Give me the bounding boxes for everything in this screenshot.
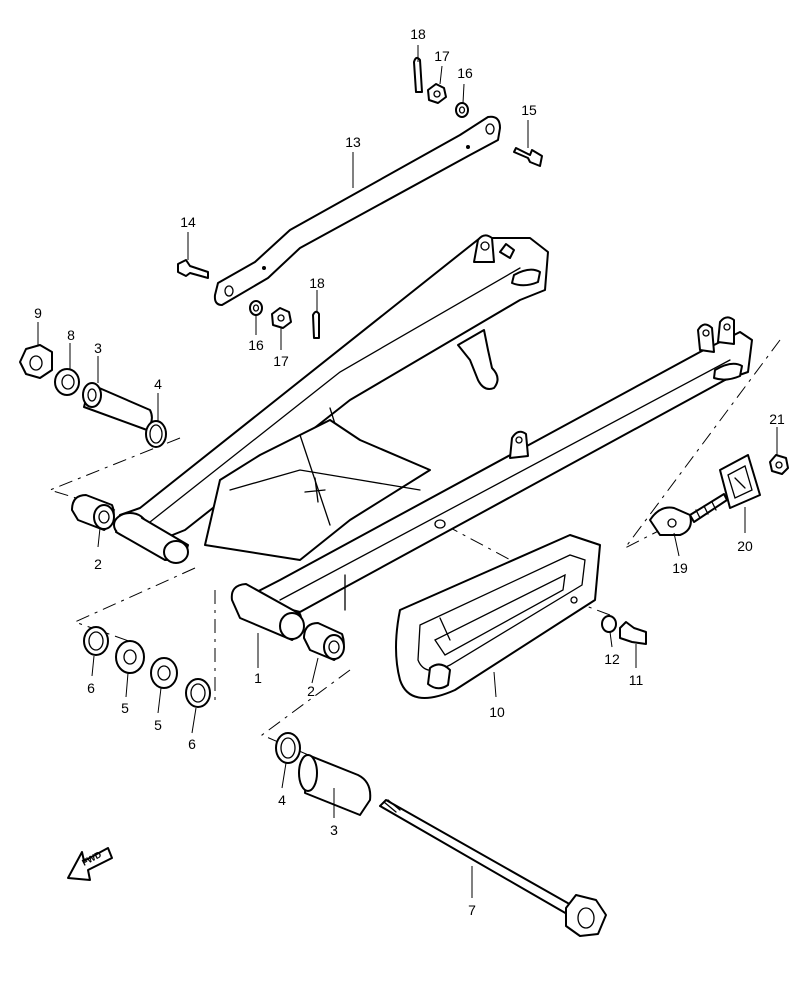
- callout-13: 13: [345, 134, 361, 150]
- callout-5-right: 5: [154, 717, 162, 733]
- seal-4-lower: [275, 732, 301, 764]
- callout-21: 21: [769, 411, 785, 427]
- leader-lines: [37, 45, 778, 898]
- callout-16-upper: 16: [457, 65, 473, 81]
- chain-adjuster-19: [649, 493, 728, 536]
- bushing-2-left: [71, 494, 115, 531]
- callout-14: 14: [180, 214, 196, 230]
- washer-8: [54, 368, 80, 396]
- seal-6-right: [185, 678, 211, 708]
- pivot-nut-9: [19, 344, 53, 379]
- torque-rod: [213, 115, 501, 306]
- callout-10: 10: [489, 704, 505, 720]
- callout-11: 11: [629, 672, 644, 688]
- bolt-15: [513, 147, 543, 167]
- cotter-pin-lower: [312, 310, 320, 339]
- swingarm: [113, 234, 753, 641]
- callout-9: 9: [34, 305, 42, 321]
- callout-18-upper: 18: [410, 26, 426, 42]
- callout-3-lower: 3: [330, 822, 338, 838]
- spacer-3-upper: [82, 382, 153, 431]
- callout-4-lower: 4: [278, 792, 286, 808]
- callout-4-upper: 4: [154, 376, 162, 392]
- bearing-5-b: [150, 657, 178, 689]
- callout-12: 12: [604, 651, 620, 667]
- callout-17-lower: 17: [273, 353, 289, 369]
- clip-small: [434, 519, 446, 529]
- forward-direction-icon: FWD: [67, 847, 113, 881]
- seal-6-left: [83, 626, 109, 656]
- spacer-3-lower: [298, 754, 372, 816]
- washer-lower: [249, 300, 263, 316]
- bearing-5-a: [115, 640, 145, 674]
- callout-19: 19: [672, 560, 688, 576]
- chain-case: [395, 534, 601, 699]
- callout-16-lower: 16: [248, 337, 264, 353]
- cotter-pin-upper: [413, 56, 423, 93]
- callout-18-lower: 18: [309, 275, 325, 291]
- callout-3-upper: 3: [94, 340, 102, 356]
- callout-1: 1: [254, 670, 262, 686]
- callout-5-left: 5: [121, 700, 129, 716]
- callout-6-right: 6: [188, 736, 196, 752]
- callout-15: 15: [521, 102, 537, 118]
- callout-8: 8: [67, 327, 75, 343]
- castle-nut-upper: [427, 83, 447, 104]
- seal-4-upper: [145, 420, 167, 448]
- nut-21: [769, 454, 789, 475]
- bushing-2-right: [303, 622, 345, 661]
- callout-numbers: 18 17 16 15 13 14 18 16 17 9 8 3 4 21 2 …: [34, 26, 785, 918]
- adjuster-plate-20: [719, 454, 761, 509]
- pivot-shaft-7: [379, 799, 607, 937]
- bolt-11: [619, 621, 647, 645]
- callout-7: 7: [468, 902, 476, 918]
- callout-2-right: 2: [307, 683, 315, 699]
- castle-nut-lower: [271, 307, 292, 329]
- washer-12: [601, 615, 617, 633]
- callout-20: 20: [737, 538, 753, 554]
- callout-6-left: 6: [87, 680, 95, 696]
- callout-2-left: 2: [94, 556, 102, 572]
- washer-upper: [455, 102, 469, 118]
- callout-17-upper: 17: [434, 48, 450, 64]
- bolt-14: [177, 259, 209, 279]
